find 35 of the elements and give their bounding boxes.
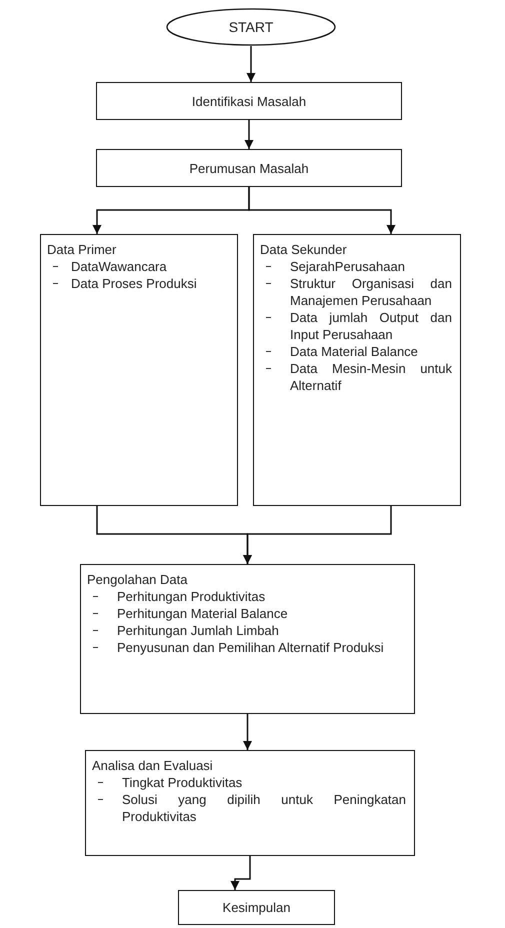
list-item-text: Data Material Balance (290, 343, 419, 360)
box-heading: Analisa dan Evaluasi (92, 757, 214, 774)
box-heading: Data Primer (47, 241, 118, 258)
process-box (80, 564, 415, 714)
process-box (40, 234, 238, 506)
list-item-text: Perhitungan Jumlah Limbah (117, 622, 280, 639)
box-label: Perumusan Masalah (189, 160, 309, 176)
box-heading: Pengolahan Data (87, 571, 188, 588)
list-item-text: Struktur Organisasi dan Manajemen Perusahaan (290, 275, 452, 309)
list-item-text: Data jumlah Output dan Input Perusahaan (290, 309, 452, 343)
flow-arrow (246, 46, 256, 82)
list-item-text: Perhitungan Material Balance (117, 605, 289, 622)
list-item-text: SejarahPerusahaan (290, 258, 406, 275)
flow-arrow (230, 856, 251, 890)
list-item-text: Data Proses Produksi (71, 275, 198, 292)
list-item-text: Data Mesin-Mesin untuk Alternatif (290, 360, 452, 394)
list-item-text: Solusi yang dipilih untuk Peningkatan Produktivitas (122, 791, 406, 825)
box-label: Identifikasi Masalah (192, 94, 306, 108)
box-label: Kesimpulan (222, 900, 290, 915)
flow-arrow (243, 714, 252, 750)
list-item-text: Penyusunan dan Pemilihan Alternatif Produksi (117, 639, 385, 656)
terminal-oval (166, 8, 336, 46)
box-heading: Data Sekunder (260, 241, 348, 258)
list-item-text: Perhitungan Produktivitas (117, 588, 266, 605)
process-box (96, 149, 402, 187)
list-item-text: DataWawancara (71, 258, 168, 275)
process-box (253, 234, 461, 506)
flow-arrow (244, 120, 254, 149)
box-label: START (228, 19, 274, 35)
flow-arrow (248, 187, 396, 234)
process-box (96, 82, 402, 120)
process-box (85, 750, 415, 856)
flow-arrow (243, 506, 392, 564)
list-item-text: Tingkat Produktivitas (122, 774, 244, 791)
process-box (178, 890, 335, 925)
